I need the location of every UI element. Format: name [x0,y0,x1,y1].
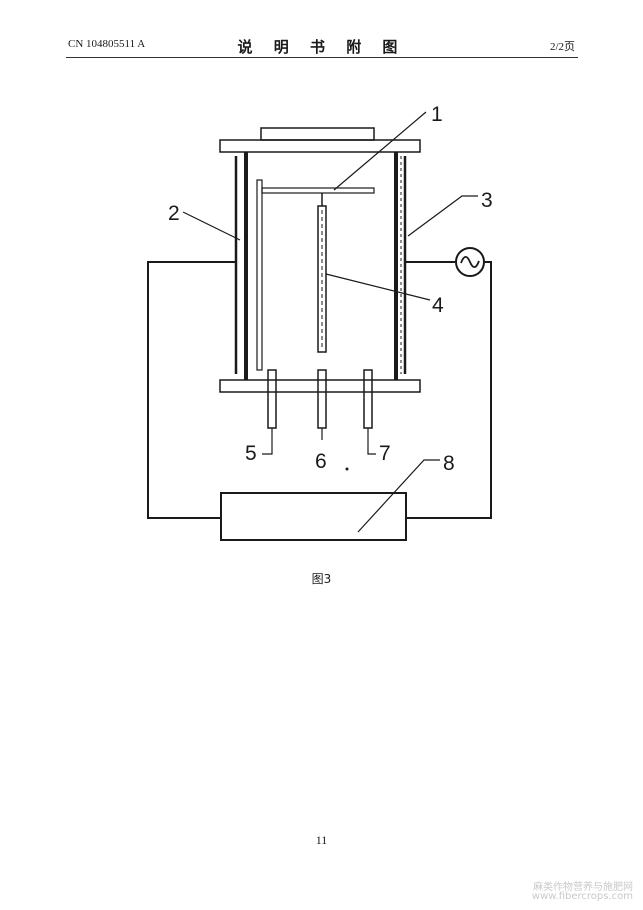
leader-1 [333,111,427,191]
patent-number: CN 104805511 A [68,38,146,50]
component-8-box [220,492,407,541]
ac-wave-icon [460,255,480,269]
leader-7 [367,440,376,455]
header-rule [66,57,578,58]
port-5 [267,369,277,429]
section-title: 说 明 书 附 图 [237,38,406,56]
label-5: 5 [245,442,257,465]
top-cap [260,127,375,141]
leader-5 [262,440,273,455]
watermark-url: www.fibercrops.com [531,891,633,902]
ac-source-icon [455,247,485,277]
label-3: 3 [481,189,493,212]
top-bar [261,187,375,194]
leader-4 [325,273,431,301]
page-indicator: 2/2页 [549,41,575,53]
label-4: 4 [432,294,444,317]
stray-dot [345,467,349,471]
label-8: 8 [443,452,455,475]
inner-rod [256,179,263,371]
leader-3 [407,195,478,237]
top-flange [219,139,421,153]
bottom-flange [219,379,421,393]
label-1: 1 [431,103,443,126]
port-6 [317,369,327,429]
leader-2 [182,211,241,241]
port-7 [363,369,373,429]
wire-left [147,261,236,519]
label-2: 2 [168,202,180,225]
sample-rod [317,205,327,353]
figure-caption: 图3 [311,572,332,586]
wire-right [406,261,492,519]
label-7: 7 [379,442,391,465]
label-6: 6 [315,450,327,473]
page-number: 11 [315,833,328,847]
leader-8 [357,459,440,533]
watermark-title: 麻类作物营养与施肥网 [533,882,633,893]
